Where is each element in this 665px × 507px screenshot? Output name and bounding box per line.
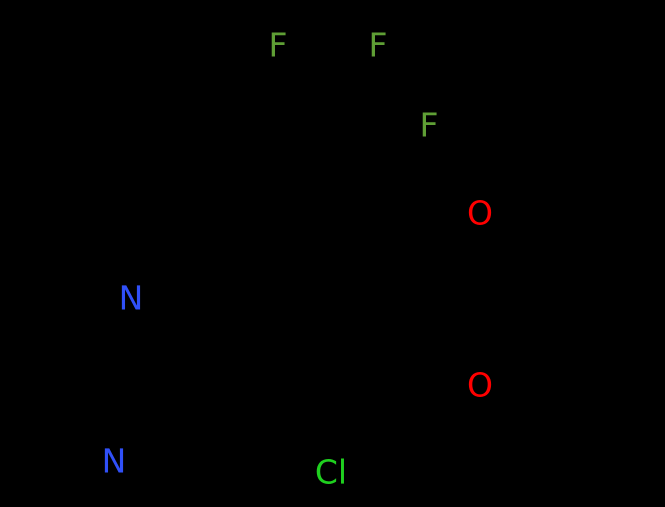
- atom-fluorine-3: F: [419, 105, 439, 145]
- atom-fluorine-1: F: [268, 25, 288, 65]
- atom-nitrogen-2: N: [101, 441, 127, 481]
- atom-nitrogen-1: N: [118, 278, 144, 318]
- atom-oxygen-1: O: [467, 193, 493, 233]
- atom-fluorine-2: F: [368, 25, 388, 65]
- atom-chlorine: Cl: [314, 452, 348, 492]
- atom-oxygen-2: O: [467, 365, 493, 405]
